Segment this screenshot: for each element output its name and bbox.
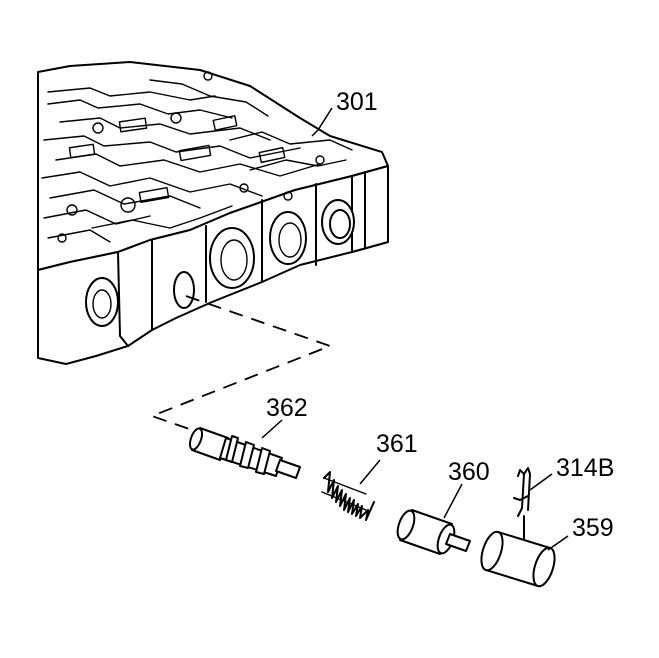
valve-body-channels — [41, 71, 353, 243]
alignment-path — [149, 295, 333, 431]
sleeve-360 — [396, 509, 471, 555]
callout-359: 359 — [572, 514, 614, 542]
callout-314b: 314B — [556, 454, 614, 482]
spring-361 — [321, 471, 375, 521]
valve-body — [37, 61, 389, 365]
bore-plug-359 — [480, 530, 556, 588]
callout-361: 361 — [376, 430, 418, 458]
valve-body-bores — [85, 183, 355, 347]
callout-301: 301 — [336, 88, 378, 116]
leader-lines — [261, 107, 569, 551]
callout-362: 362 — [266, 394, 308, 422]
valve-362 — [188, 427, 301, 479]
retainer-clip-314b — [513, 467, 531, 541]
callout-360: 360 — [448, 458, 490, 486]
